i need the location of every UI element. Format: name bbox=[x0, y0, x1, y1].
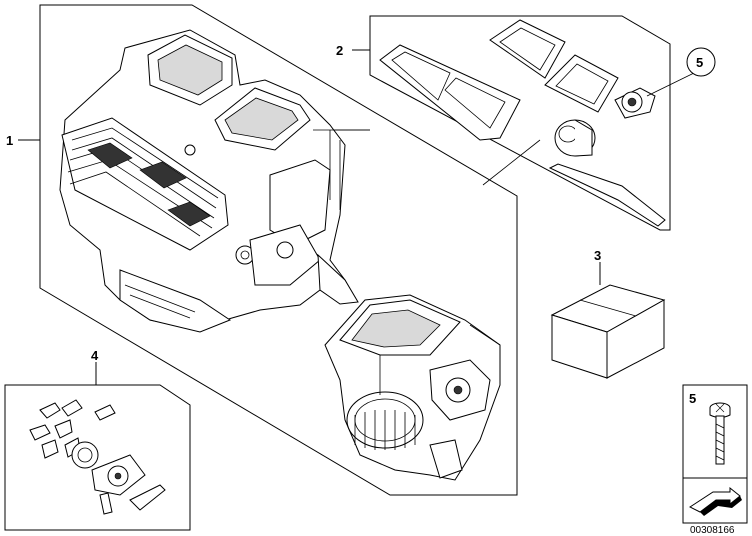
seal-frames bbox=[379, 19, 695, 227]
callout-5-circle bbox=[686, 47, 716, 77]
connector-line-b bbox=[482, 139, 541, 186]
callout-5-circled: 5 bbox=[696, 55, 703, 70]
item5-box bbox=[682, 384, 748, 524]
screw-icon bbox=[709, 402, 731, 465]
callout-3: 3 bbox=[594, 248, 601, 263]
callout-4: 4 bbox=[91, 348, 99, 363]
item2-frame bbox=[369, 15, 671, 231]
repair-box bbox=[550, 284, 666, 379]
document-number: 00308166 bbox=[690, 525, 735, 536]
callout-2: 2 bbox=[336, 43, 343, 58]
callout-5-box: 5 bbox=[689, 391, 696, 406]
blower-unit bbox=[324, 294, 501, 481]
arrow-symbol-icon bbox=[688, 486, 742, 516]
item1-frame bbox=[39, 4, 518, 496]
item4-frame bbox=[4, 384, 191, 531]
callout-1: 1 bbox=[6, 133, 13, 148]
heater-housing bbox=[59, 29, 359, 333]
small-parts-kit bbox=[29, 399, 166, 515]
